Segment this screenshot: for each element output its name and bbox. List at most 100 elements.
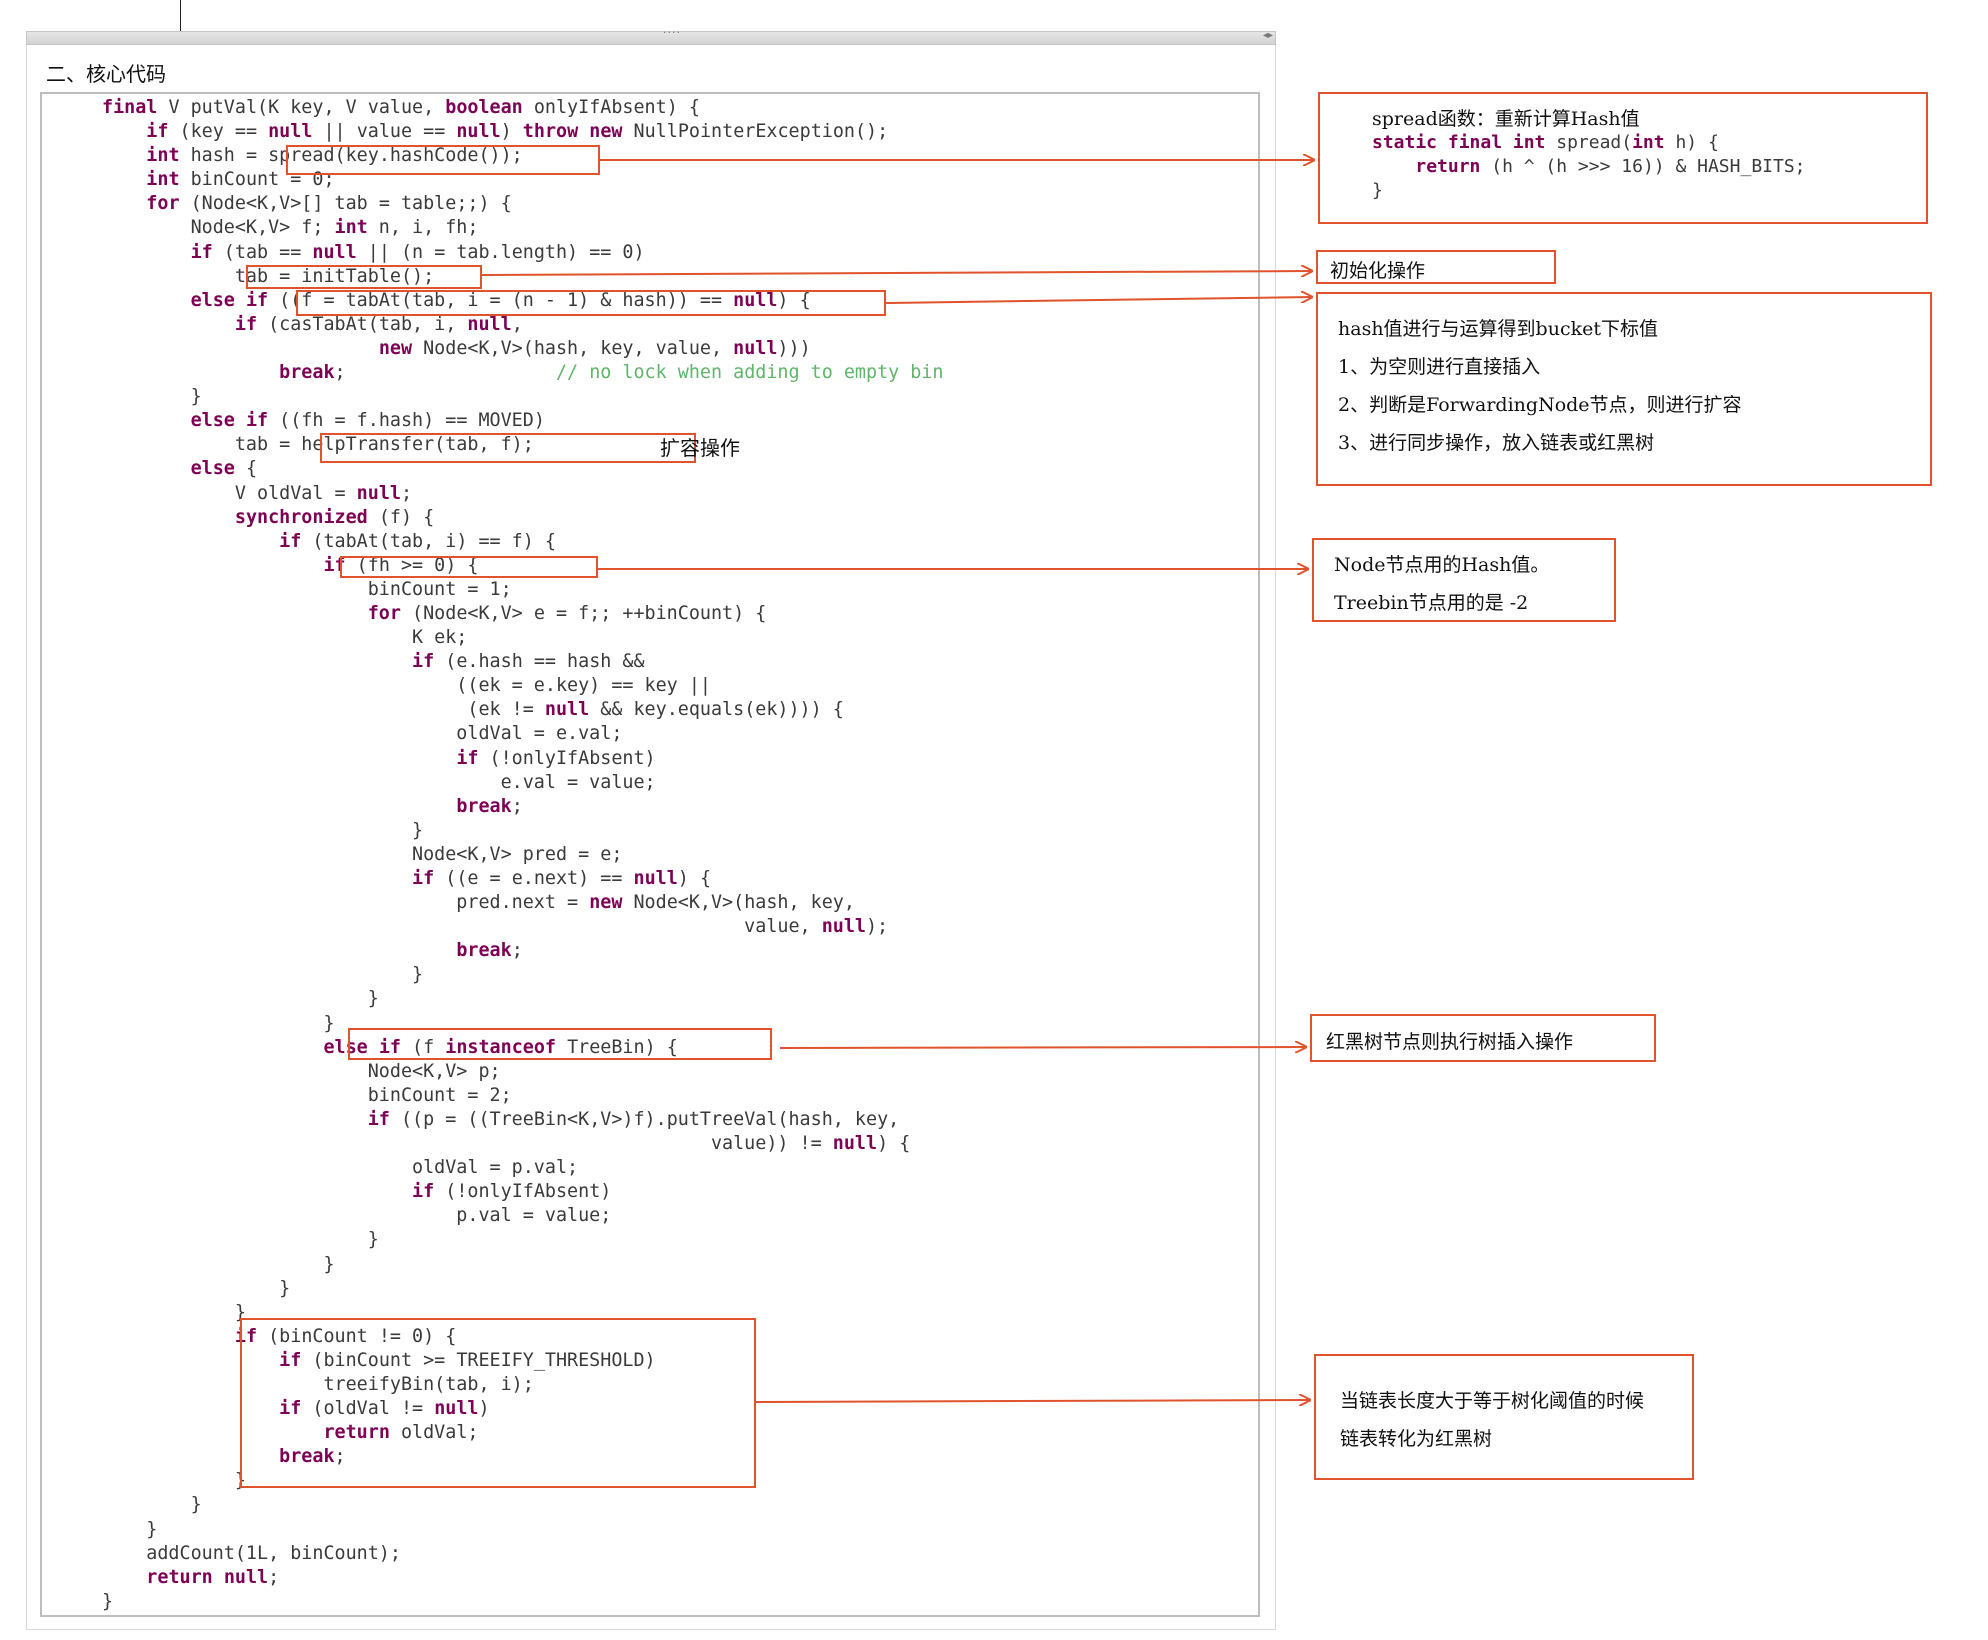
resize-arrows-icon[interactable]: ◂▸ (1262, 30, 1273, 41)
code-keyword: boolean (445, 97, 523, 118)
document-top-bar[interactable]: ···· ◂▸ (26, 26, 1276, 45)
code-text (102, 603, 368, 624)
code-text: (fh >= 0) { (345, 554, 479, 576)
code-text: (!onlyIfAbsent) (434, 1181, 612, 1203)
code-text: (e.hash == hash && (434, 651, 645, 673)
code-text: ) (478, 1398, 490, 1420)
code-line: treeifyBin(tab, i); (102, 1373, 944, 1397)
code-text (102, 169, 146, 190)
note-treebin-text: 红黑树节点则执行树插入操作 (1326, 1031, 1574, 1053)
drag-grip-icon[interactable]: ···· (663, 26, 681, 39)
code-text: onlyIfAbsent) { (522, 97, 700, 118)
code-keyword: instanceof (445, 1036, 556, 1058)
code-keyword: null (312, 241, 357, 263)
code-text: V oldVal = (102, 482, 357, 504)
highlight-treebin (348, 1028, 772, 1060)
code-text: oldVal = p.val; (102, 1157, 579, 1179)
code-line: int hash = spread(key.hashCode()); (102, 144, 944, 168)
code-text: Node<K,V> pred = e; (102, 843, 623, 865)
code-keyword: null (434, 1398, 479, 1420)
code-text (102, 193, 146, 214)
code-text: ; (400, 482, 413, 504)
code-text: (key == (168, 121, 269, 143)
code-line: } (102, 819, 944, 843)
code-keyword: break (456, 940, 512, 962)
code-text (213, 1567, 224, 1588)
code-line: } (102, 1277, 944, 1301)
highlight-tabat (296, 290, 886, 316)
code-text: ) { (677, 868, 712, 889)
code-text (102, 507, 235, 528)
code-line: if (key == null || value == null) throw … (102, 120, 944, 144)
code-line: break; // no lock when adding to empty b… (102, 361, 943, 385)
code-text (102, 314, 235, 335)
code-keyword: if (456, 747, 479, 769)
code-line: } (102, 385, 944, 409)
note-bucket-line: hash值进行与运算得到bucket下标值 (1338, 318, 1658, 340)
section-title: 二、核心代码 (46, 62, 166, 86)
code-text: Node<K,V> p; (102, 1060, 501, 1082)
code-line: break; (102, 795, 944, 819)
code-text: Node<K,V>(hash, key, (622, 892, 855, 914)
code-text (102, 362, 279, 383)
code-text: addCount(1L, binCount); (102, 1542, 401, 1564)
code-line: Node<K,V> pred = e; (102, 843, 944, 867)
code-text: (f) { (367, 506, 435, 528)
code-line: if (e.hash == hash && (102, 650, 944, 674)
code-line: } (102, 1253, 944, 1277)
code-line: oldVal = e.val; (102, 722, 944, 746)
code-text: } (102, 1012, 335, 1034)
note-treeify-line: 链表转化为红黑树 (1340, 1428, 1493, 1450)
code-line: e.val = value; (102, 771, 944, 795)
code-text (102, 1326, 235, 1347)
code-text: h) { (1664, 132, 1719, 153)
code-text (102, 290, 191, 311)
code-line: K ek; (102, 626, 944, 650)
code-keyword: null (832, 1133, 878, 1155)
code-line: value)) != null) { (102, 1132, 944, 1156)
code-line: if (!onlyIfAbsent) (102, 747, 944, 771)
code-text: ) { (777, 289, 811, 311)
code-text: spread( (1545, 132, 1633, 153)
code-text (102, 531, 279, 552)
code-text: (oldVal != (301, 1398, 435, 1420)
code-line: } (102, 1301, 944, 1325)
code-keyword: if (412, 1181, 435, 1203)
code-keyword: int (1632, 132, 1665, 153)
note-node: Node节点用的Hash值。 Treebin节点用的是 -2 (1312, 538, 1616, 622)
code-keyword: int (146, 169, 180, 191)
code-line: } (102, 1493, 944, 1517)
code-keyword: int (146, 145, 180, 167)
highlight-spread (286, 145, 600, 175)
code-text: binCount = 2; (102, 1084, 512, 1106)
code-keyword: for (146, 193, 180, 215)
code-line: tab = initTable(); (102, 265, 944, 289)
code-line: } (102, 987, 944, 1011)
code-text: } (102, 1590, 114, 1612)
code-keyword: null (633, 868, 678, 889)
code-text: } (102, 1470, 246, 1492)
code-text (102, 555, 323, 576)
code-keyword: break (456, 795, 512, 817)
note-bucket-line: 1、为空则进行直接插入 (1338, 356, 1541, 378)
code-keyword: null (268, 121, 313, 143)
code-text: , (511, 313, 523, 335)
code-text: ))) (777, 337, 811, 359)
code-keyword: return (146, 1566, 213, 1588)
code-text (102, 338, 379, 359)
code-text (102, 868, 412, 889)
code-text: ((ek = e.key) == key || (102, 675, 711, 697)
code-text: value, (102, 916, 822, 938)
code-keyword: return (323, 1422, 390, 1444)
code-line: pred.next = new Node<K,V>(hash, key, (102, 891, 944, 915)
code-text: oldVal; (389, 1422, 479, 1444)
code-text: (ek != (102, 699, 545, 721)
code-text: ); (865, 916, 889, 938)
code-line: final V putVal(K key, V value, boolean o… (102, 96, 944, 120)
code-keyword: null (733, 337, 778, 359)
code-keyword: if (190, 241, 213, 263)
code-keyword: if (279, 530, 302, 552)
note-spread: spread函数：重新计算Hash值 static final int spre… (1318, 92, 1928, 224)
code-text: (casTabAt(tab, i, (257, 313, 468, 335)
code-text: p.val = value; (102, 1205, 612, 1227)
